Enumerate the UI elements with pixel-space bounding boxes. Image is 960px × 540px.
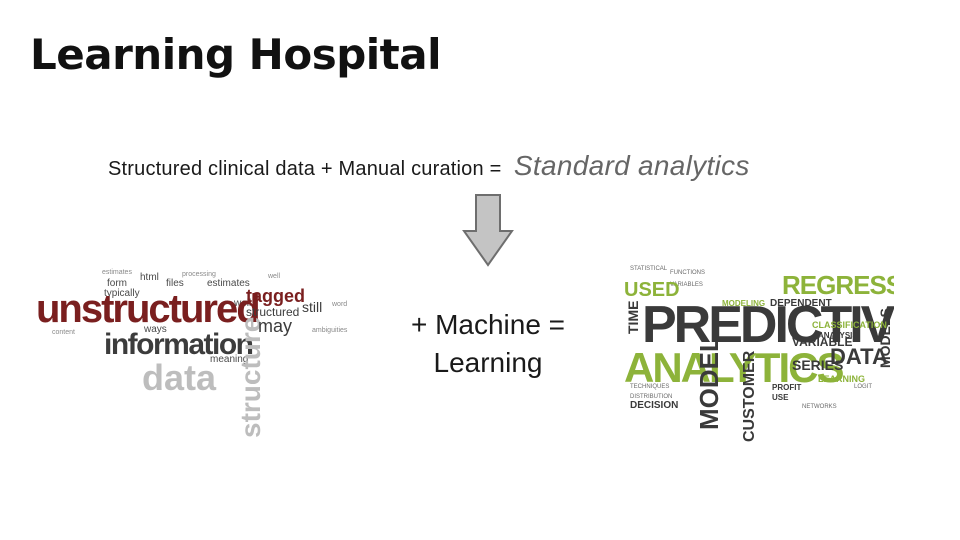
cloud-left-word: meaning bbox=[210, 354, 248, 365]
cloud-right-word: MODELING bbox=[722, 299, 765, 308]
cloud-left-word: estimates bbox=[207, 278, 250, 289]
cloud-left-word: form bbox=[107, 278, 127, 289]
cloud-left-word: html bbox=[140, 272, 159, 283]
cloud-left-word: may bbox=[258, 316, 292, 336]
cloud-right-word-main: MODELS bbox=[877, 308, 893, 368]
cloud-left-word: content bbox=[52, 329, 75, 336]
cloud-right-word-main: TIME bbox=[625, 301, 641, 334]
equation-result: Standard analytics bbox=[513, 150, 750, 181]
cloud-right-word: ANALYSIS bbox=[818, 331, 858, 340]
cloud-right-word: NETWORKS bbox=[802, 404, 837, 410]
cloud-left-word: typically bbox=[104, 288, 140, 299]
machine-learning-line2: Learning bbox=[433, 347, 543, 378]
cloud-right-word-main: ANALYTICS bbox=[624, 344, 843, 391]
cloud-right-word: TECHNIQUES bbox=[630, 384, 669, 390]
cloud-left-word: ways bbox=[143, 324, 167, 335]
cloud-right-word-main: DATA bbox=[830, 344, 888, 369]
slide-title: Learning Hospital bbox=[30, 30, 441, 79]
cloud-left-word: still bbox=[302, 299, 322, 315]
cloud-left-word: well bbox=[233, 298, 251, 309]
cloud-right-word-main: PREDICTIVE bbox=[642, 296, 894, 354]
cloud-right-word: DEPENDENT bbox=[770, 298, 832, 309]
machine-learning-label: + Machine = Learning bbox=[378, 306, 598, 382]
cloud-left-word: files bbox=[166, 278, 184, 289]
cloud-left-word: structured bbox=[246, 305, 299, 319]
cloud-left-word-main: tagged bbox=[246, 286, 305, 306]
cloud-left-word-main: structure bbox=[235, 317, 266, 437]
equation-inputs: Structured clinical data + Manual curati… bbox=[108, 158, 502, 180]
cloud-right-word: CLASSIFICATION bbox=[812, 320, 887, 330]
cloud-right-word-main: MODEL bbox=[694, 336, 724, 430]
cloud-right-word: VARIABLE bbox=[792, 335, 852, 349]
cloud-left-word: processing bbox=[182, 271, 216, 278]
cloud-left-word-main: information bbox=[104, 328, 253, 361]
cloud-left-word-main: data bbox=[142, 357, 217, 398]
cloud-right-word-main: USED bbox=[624, 279, 680, 301]
cloud-left-word: well bbox=[267, 273, 281, 280]
cloud-right-word: LOGIT bbox=[854, 384, 872, 390]
cloud-right-word-main: REGRESSION bbox=[782, 270, 894, 300]
cloud-right-word: LEARNING bbox=[818, 374, 865, 384]
cloud-left-word-main: unstructured bbox=[36, 287, 259, 331]
cloud-left-word: ambiguities bbox=[312, 327, 348, 334]
cloud-right-word: STATISTICAL bbox=[630, 266, 668, 272]
cloud-right-word: SERIES bbox=[792, 357, 843, 373]
unstructured-word-cloud-image: estimates processing well content ambigu… bbox=[36, 269, 348, 437]
cloud-right-word: VARIABLES bbox=[670, 282, 703, 288]
cloud-right-word: FUNCTIONS bbox=[670, 270, 705, 276]
cloud-right-word: PROFIT bbox=[772, 383, 801, 392]
predictive-analytics-word-cloud-image: STATISTICAL FUNCTIONS VARIABLES TECHNIQU… bbox=[624, 266, 894, 442]
machine-learning-line1: + Machine = bbox=[410, 309, 566, 340]
cloud-left-word: word bbox=[331, 301, 347, 308]
cloud-right-word-main: CUSTOMER bbox=[741, 350, 758, 442]
cloud-right-word: DISTRIBUTION bbox=[630, 394, 672, 400]
cloud-right-word: USE bbox=[772, 393, 789, 402]
cloud-right-word: DECISION bbox=[630, 400, 678, 411]
down-arrow-icon bbox=[462, 194, 514, 267]
cloud-left-word: estimates bbox=[102, 269, 132, 276]
equation-line: Structured clinical data + Manual curati… bbox=[108, 150, 750, 182]
